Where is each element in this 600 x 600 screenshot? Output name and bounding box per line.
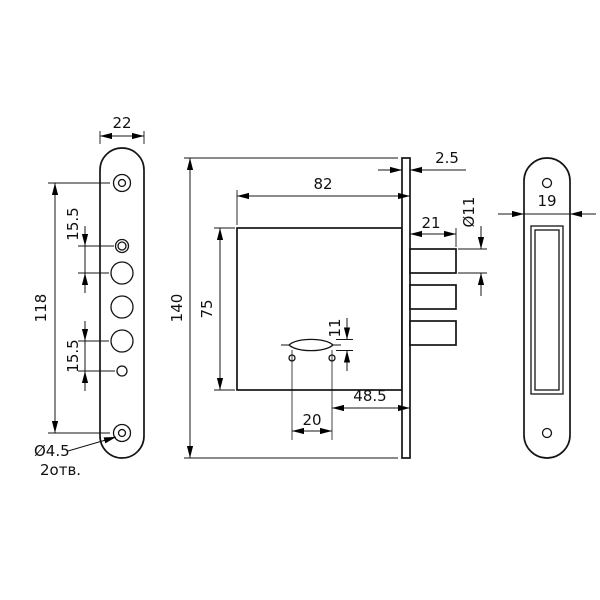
dim-hole-spacing-label: 20 [302,411,321,429]
keyway-detail [281,338,341,440]
dim-upper-gap-label: 15.5 [64,207,82,240]
dim-upper-gap: 15.5 [64,207,114,293]
lock-body-outline [236,227,403,391]
dim-lower-gap: 15.5 [64,321,115,391]
large-hole-3 [110,329,134,353]
dim-plate-thickness: 2.5 [378,149,466,174]
large-hole-2 [110,295,134,319]
dim-backset-label: 48.5 [353,387,386,405]
dim-bolt-diameter-label: Ø11 [460,197,478,228]
strike-hole-top [541,177,553,189]
dim-plate-height-label: 140 [168,294,186,323]
dim-hole-spacing: 20 [292,411,332,435]
dim-plate-height: 140 [168,157,398,459]
dim-faceplate-width: 22 [99,114,145,144]
dim-screw-spacing-label: 118 [32,294,50,323]
dim-key-height: 11 [326,318,353,371]
dim-plate-thickness-label: 2.5 [435,149,459,167]
small-hole-lower [116,365,128,377]
bolt-2 [409,284,457,310]
screw-hole-top-inner [117,178,127,188]
key-lens [288,338,334,352]
dim-bolt-diameter: Ø11 [458,197,487,296]
dim-body-width: 82 [236,175,410,225]
large-hole-1 [110,261,134,285]
dim-body-height-label: 75 [198,299,216,318]
dim-faceplate-width-label: 22 [112,114,131,132]
strike-slot-inner [534,229,560,391]
small-hole-upper-inner [117,241,127,251]
screw-hole-count-label: 2отв. [40,461,81,479]
dim-lower-gap-label: 15.5 [64,339,82,372]
dim-key-height-label: 11 [326,318,344,337]
lock-body-side-view: 82 2.5 140 75 21 [168,149,487,459]
dim-bolt-length: 21 [410,214,457,247]
screw-hole-callout: Ø4.5 2отв. [34,436,117,479]
dim-screw-spacing: 118 [32,182,110,434]
strike-plate-view: 19 [498,157,596,459]
strike-hole-bottom [541,427,553,439]
dim-body-width-label: 82 [313,175,332,193]
screw-hole-dia-label: Ø4.5 [34,442,70,460]
dim-strike-width-label: 19 [537,192,556,210]
dim-strike-width: 19 [498,192,596,218]
dim-backset: 48.5 [332,387,410,412]
faceplate-front-view: 22 118 15.5 15.5 [32,114,145,479]
bolt-1 [409,248,457,274]
screw-hole-bottom-inner [117,428,127,438]
faceplate-edge [401,157,411,459]
dim-body-height: 75 [198,227,235,391]
bolt-3 [409,320,457,346]
dim-bolt-length-label: 21 [421,214,440,232]
